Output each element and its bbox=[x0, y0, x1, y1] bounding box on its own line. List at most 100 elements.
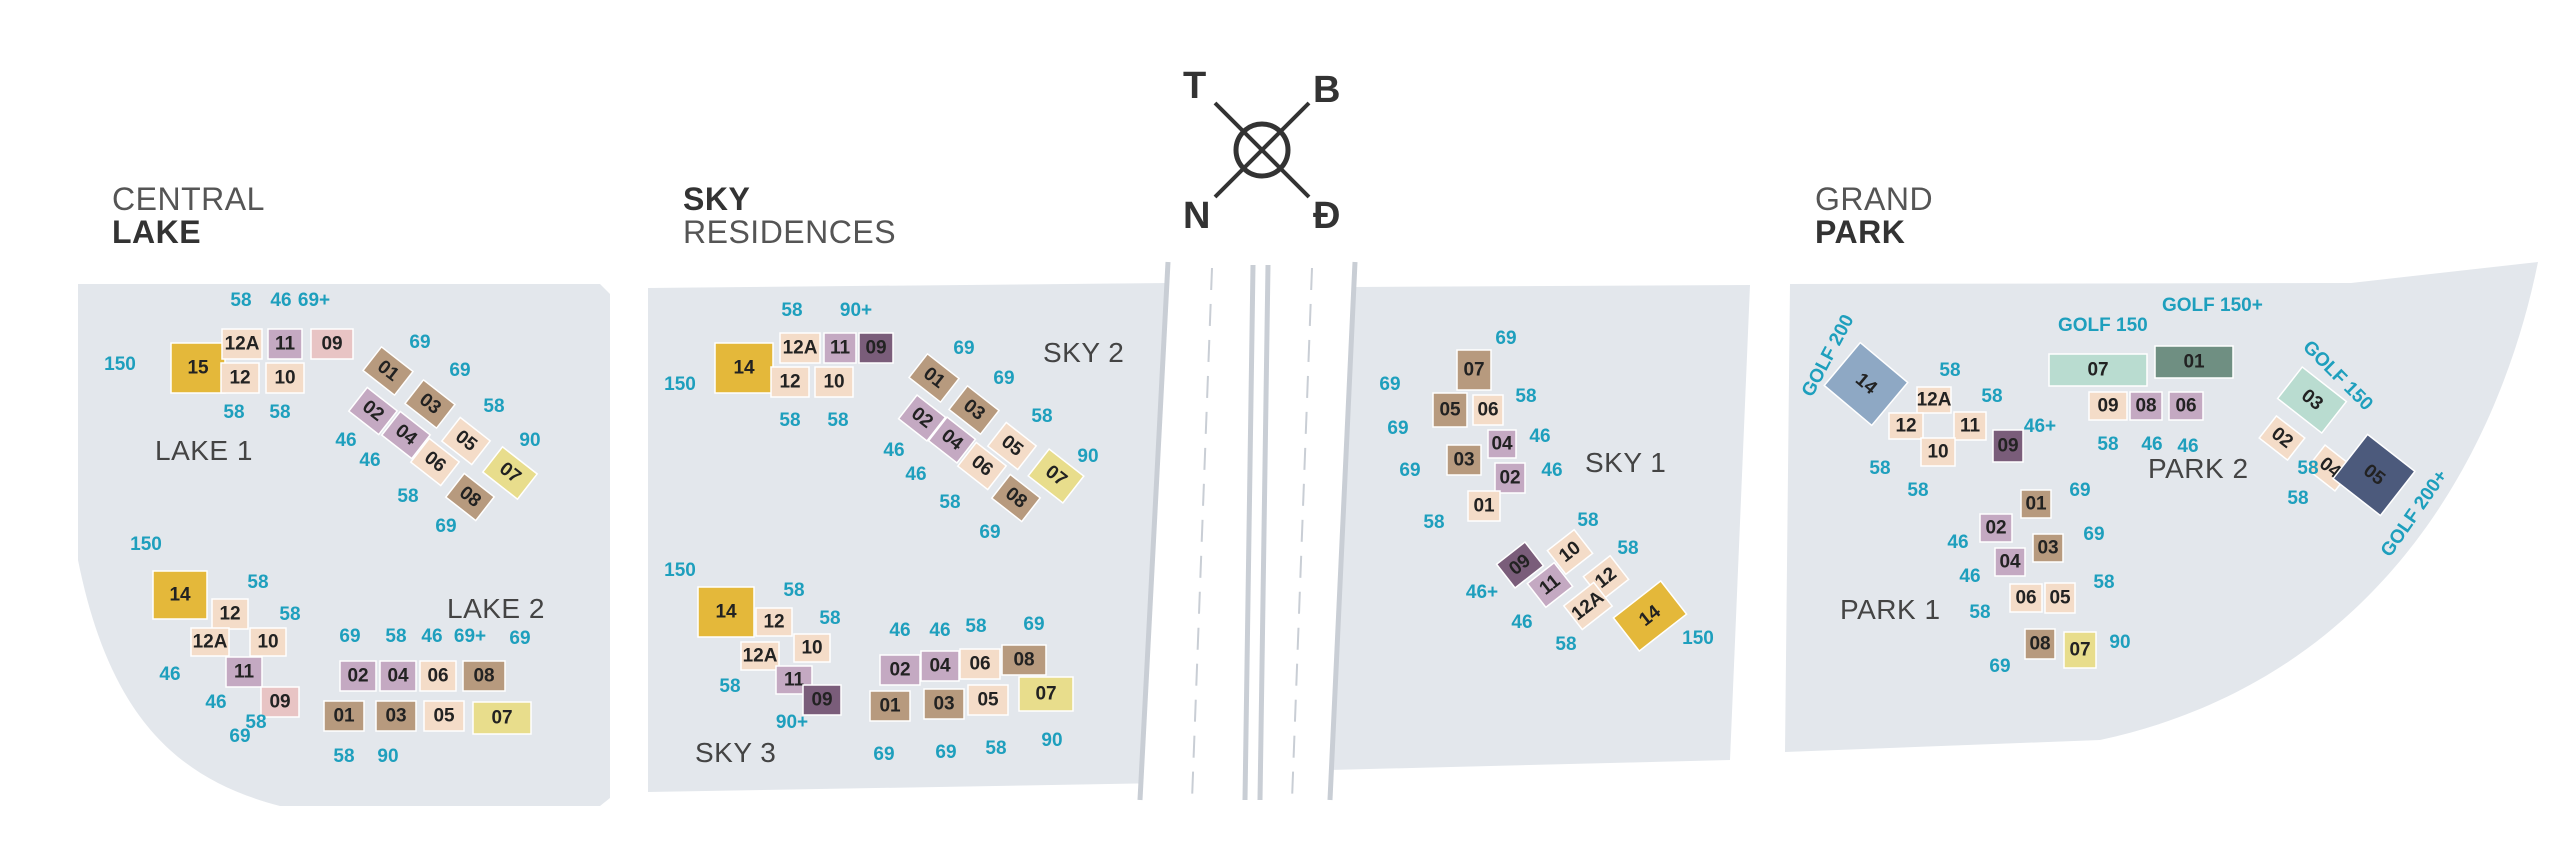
zone-panel-sky1 bbox=[1330, 285, 1750, 770]
unit-number: 11 bbox=[784, 670, 805, 691]
unit-block bbox=[1612, 579, 1688, 653]
unit-number: 07 bbox=[491, 708, 512, 729]
unit-sky2-06: 06 bbox=[956, 441, 1008, 491]
unit-number: 06 bbox=[427, 666, 448, 687]
golf-label-150-plus: GOLF 150+ bbox=[2162, 295, 2263, 316]
zone-heading-line2: PARK bbox=[1815, 214, 1906, 250]
area-label-park1: 69 bbox=[2083, 524, 2104, 545]
unit-park1-06: 06 bbox=[2009, 583, 2043, 613]
unit-block bbox=[1494, 462, 1526, 494]
tower-label-lake1: LAKE 1 bbox=[155, 435, 253, 466]
unit-block bbox=[793, 633, 831, 663]
unit-sky3-03: 03 bbox=[923, 688, 965, 720]
unit-park1-12: 12 bbox=[1888, 412, 1924, 440]
unit-number: 01 bbox=[2025, 494, 2047, 515]
unit-sky1-09: 09 bbox=[1495, 541, 1545, 589]
unit-block bbox=[375, 700, 417, 732]
unit-number: 07 bbox=[1035, 684, 1056, 705]
unit-lake2-01: 01 bbox=[323, 700, 365, 732]
unit-sky3-14: 14 bbox=[697, 586, 755, 638]
unit-block bbox=[959, 648, 1001, 680]
unit-block bbox=[409, 437, 461, 487]
area-label-park1: 69 bbox=[1989, 656, 2010, 677]
unit-block bbox=[1432, 392, 1468, 428]
unit-number: 01 bbox=[1473, 496, 1495, 517]
unit-lake2-08: 08 bbox=[462, 660, 506, 692]
unit-block bbox=[923, 688, 965, 720]
area-label-sky2: 69 bbox=[979, 522, 1000, 543]
unit-number: 12 bbox=[219, 604, 240, 625]
unit-sky2-14: 14 bbox=[714, 342, 774, 394]
area-label-sky1: 69 bbox=[1495, 328, 1516, 349]
unit-lake2-03: 03 bbox=[375, 700, 417, 732]
unit-lake2-06: 06 bbox=[419, 660, 457, 692]
area-label-sky1: 58 bbox=[1515, 386, 1536, 407]
area-label-park1: 58 bbox=[2093, 572, 2114, 593]
tower-label-sky1: SKY 1 bbox=[1585, 447, 1666, 478]
unit-number: 15 bbox=[187, 358, 209, 379]
unit-block bbox=[1446, 444, 1482, 476]
area-label-lake2: 58 bbox=[385, 626, 406, 647]
unit-lake1-03: 03 bbox=[403, 378, 457, 430]
unit-number: 14 bbox=[733, 358, 755, 379]
unit-sky2-02: 02 bbox=[897, 394, 947, 442]
unit-block bbox=[714, 342, 774, 394]
area-label-lake1: 58 bbox=[269, 402, 290, 423]
unit-number: 04 bbox=[387, 666, 409, 687]
unit-block bbox=[1953, 411, 1987, 441]
area-label-park2: 46 bbox=[2141, 434, 2162, 455]
area-label-lake1: 69 bbox=[449, 360, 470, 381]
unit-number: 09 bbox=[321, 334, 342, 355]
unit-lake1-11: 11 bbox=[267, 328, 303, 360]
unit-block bbox=[2063, 631, 2097, 669]
unit-park1-14: 14 bbox=[1823, 341, 1909, 427]
unit-block bbox=[858, 332, 894, 364]
area-label-sky1: 46 bbox=[1529, 426, 1550, 447]
unit-number: 02 bbox=[347, 666, 368, 687]
area-label-sky3: 90 bbox=[1041, 730, 1062, 751]
unit-park2-09: 09 bbox=[2088, 391, 2128, 421]
unit-block bbox=[2154, 345, 2234, 379]
tower-label-sky3: SKY 3 bbox=[695, 737, 776, 768]
unit-lake1-08: 08 bbox=[444, 472, 496, 522]
area-label-lake1: 46 bbox=[270, 290, 291, 311]
unit-number: 10 bbox=[257, 632, 278, 653]
area-label-lake1: 58 bbox=[483, 396, 504, 417]
unit-sky3-11: 11 bbox=[775, 665, 813, 695]
unit-number: 08 bbox=[2135, 396, 2156, 417]
area-label-sky2: 90+ bbox=[840, 300, 872, 321]
unit-number: 01 bbox=[333, 706, 355, 727]
unit-lake1-05: 05 bbox=[440, 416, 492, 466]
area-label-lake1: 58 bbox=[397, 486, 418, 507]
area-label-sky3: 69 bbox=[1023, 614, 1044, 635]
area-label-sky1: 69 bbox=[1379, 374, 1400, 395]
unit-block bbox=[1456, 349, 1492, 391]
unit-lake2-02: 02 bbox=[339, 660, 377, 692]
unit-block bbox=[1546, 528, 1594, 576]
area-label-park1: 46 bbox=[1959, 566, 1980, 587]
unit-block bbox=[265, 362, 305, 394]
compass-label-b: B bbox=[1313, 69, 1340, 111]
unit-number: 08 bbox=[2029, 634, 2050, 655]
area-label-lake2: 69 bbox=[509, 628, 530, 649]
area-label-lake2: 90 bbox=[377, 746, 398, 767]
compass-label-t: T bbox=[1183, 65, 1206, 107]
unit-block bbox=[423, 700, 465, 732]
unit-block bbox=[947, 384, 1001, 436]
unit-lake1-04: 04 bbox=[380, 410, 432, 460]
area-label-sky3: 150 bbox=[664, 560, 696, 581]
tower-label-sky2: SKY 2 bbox=[1043, 337, 1124, 368]
area-label-sky1: 46 bbox=[1541, 460, 1562, 481]
unit-lake2-10: 10 bbox=[249, 627, 287, 657]
unit-block bbox=[920, 650, 960, 682]
unit-number: 12A bbox=[225, 334, 260, 355]
tower-label-park2: PARK 2 bbox=[2148, 453, 2249, 484]
unit-lake2-12: 12 bbox=[211, 598, 249, 630]
unit-lake2-07: 07 bbox=[472, 701, 532, 735]
unit-park2-02: 02 bbox=[2258, 414, 2306, 462]
unit-block bbox=[1920, 437, 1956, 467]
unit-number: 12A bbox=[743, 646, 778, 667]
area-label-park1: 58 bbox=[1939, 360, 1960, 381]
unit-number: 12 bbox=[1895, 416, 1916, 437]
